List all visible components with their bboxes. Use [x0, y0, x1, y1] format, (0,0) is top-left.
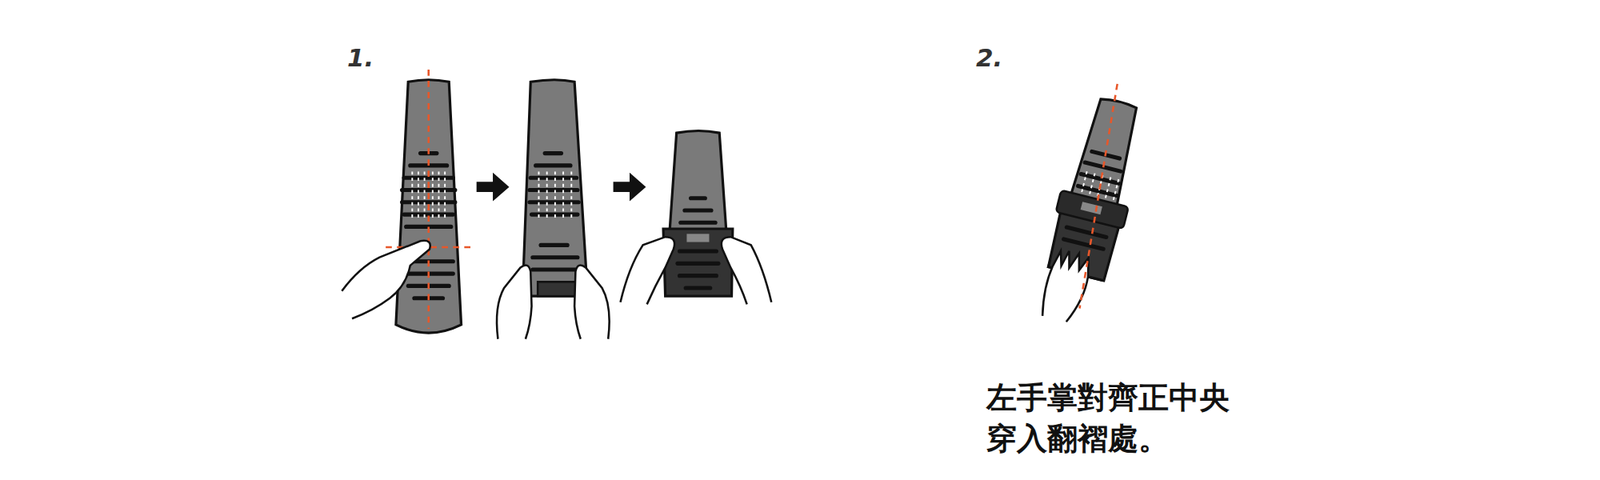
step-arrow	[613, 172, 647, 202]
brand-logo	[1080, 201, 1103, 215]
sleeve-on-hand	[1030, 84, 1153, 330]
step-arrow	[476, 172, 510, 202]
brand-logo	[686, 233, 709, 242]
step-number: 2.	[976, 41, 1003, 76]
sleeve-folded	[620, 131, 772, 305]
sleeve-flat	[341, 69, 472, 333]
instruction-caption: 左手掌對齊正中央 穿入翻褶處。	[986, 377, 1251, 460]
step-number: 1.	[347, 41, 374, 76]
sleeve-folding	[496, 80, 610, 340]
